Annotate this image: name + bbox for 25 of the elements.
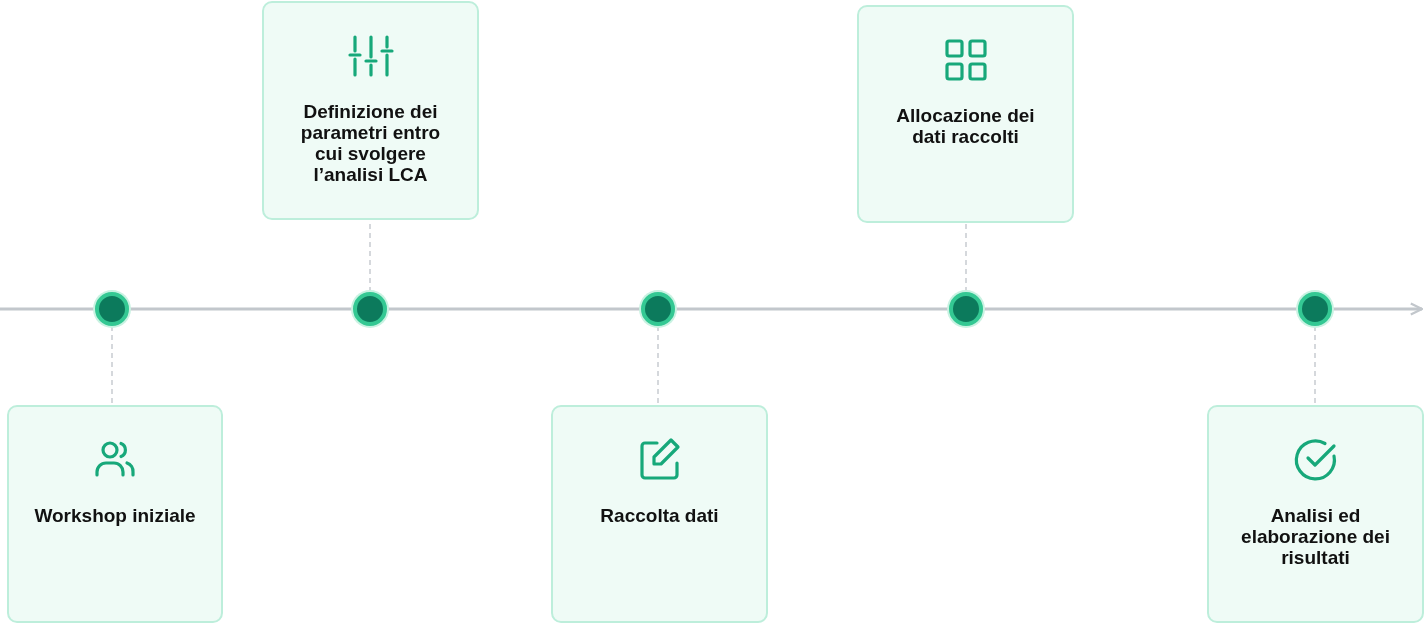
- timeline-dot: [949, 292, 983, 326]
- step-title: Raccolta dati: [599, 505, 720, 526]
- timeline-line: [0, 307, 95, 311]
- timeline-dot: [1298, 292, 1332, 326]
- step-card: [262, 1, 479, 220]
- timeline-dot: [641, 292, 675, 326]
- timeline-arrow: [1332, 302, 1424, 316]
- timeline-line: [983, 307, 1298, 311]
- step-title: Definizione dei parametri entro cui svolgere l’analisi LCA: [299, 101, 442, 185]
- step-card: [7, 405, 223, 623]
- dashed-connector: [1314, 325, 1316, 406]
- step-title: Allocazione dei dati raccolti: [895, 105, 1036, 147]
- timeline-line: [129, 307, 353, 311]
- step-title: Workshop iniziale: [33, 505, 197, 526]
- dashed-connector: [111, 325, 113, 406]
- step-card: [857, 5, 1074, 223]
- step-title: Analisi ed elaborazione dei risultati: [1240, 505, 1391, 568]
- dashed-connector: [965, 222, 967, 293]
- step-card: [551, 405, 768, 623]
- timeline-line: [675, 307, 949, 311]
- dashed-connector: [657, 325, 659, 406]
- timeline-dot: [95, 292, 129, 326]
- step-card: [1207, 405, 1424, 623]
- timeline-dot: [353, 292, 387, 326]
- timeline-line: [387, 307, 641, 311]
